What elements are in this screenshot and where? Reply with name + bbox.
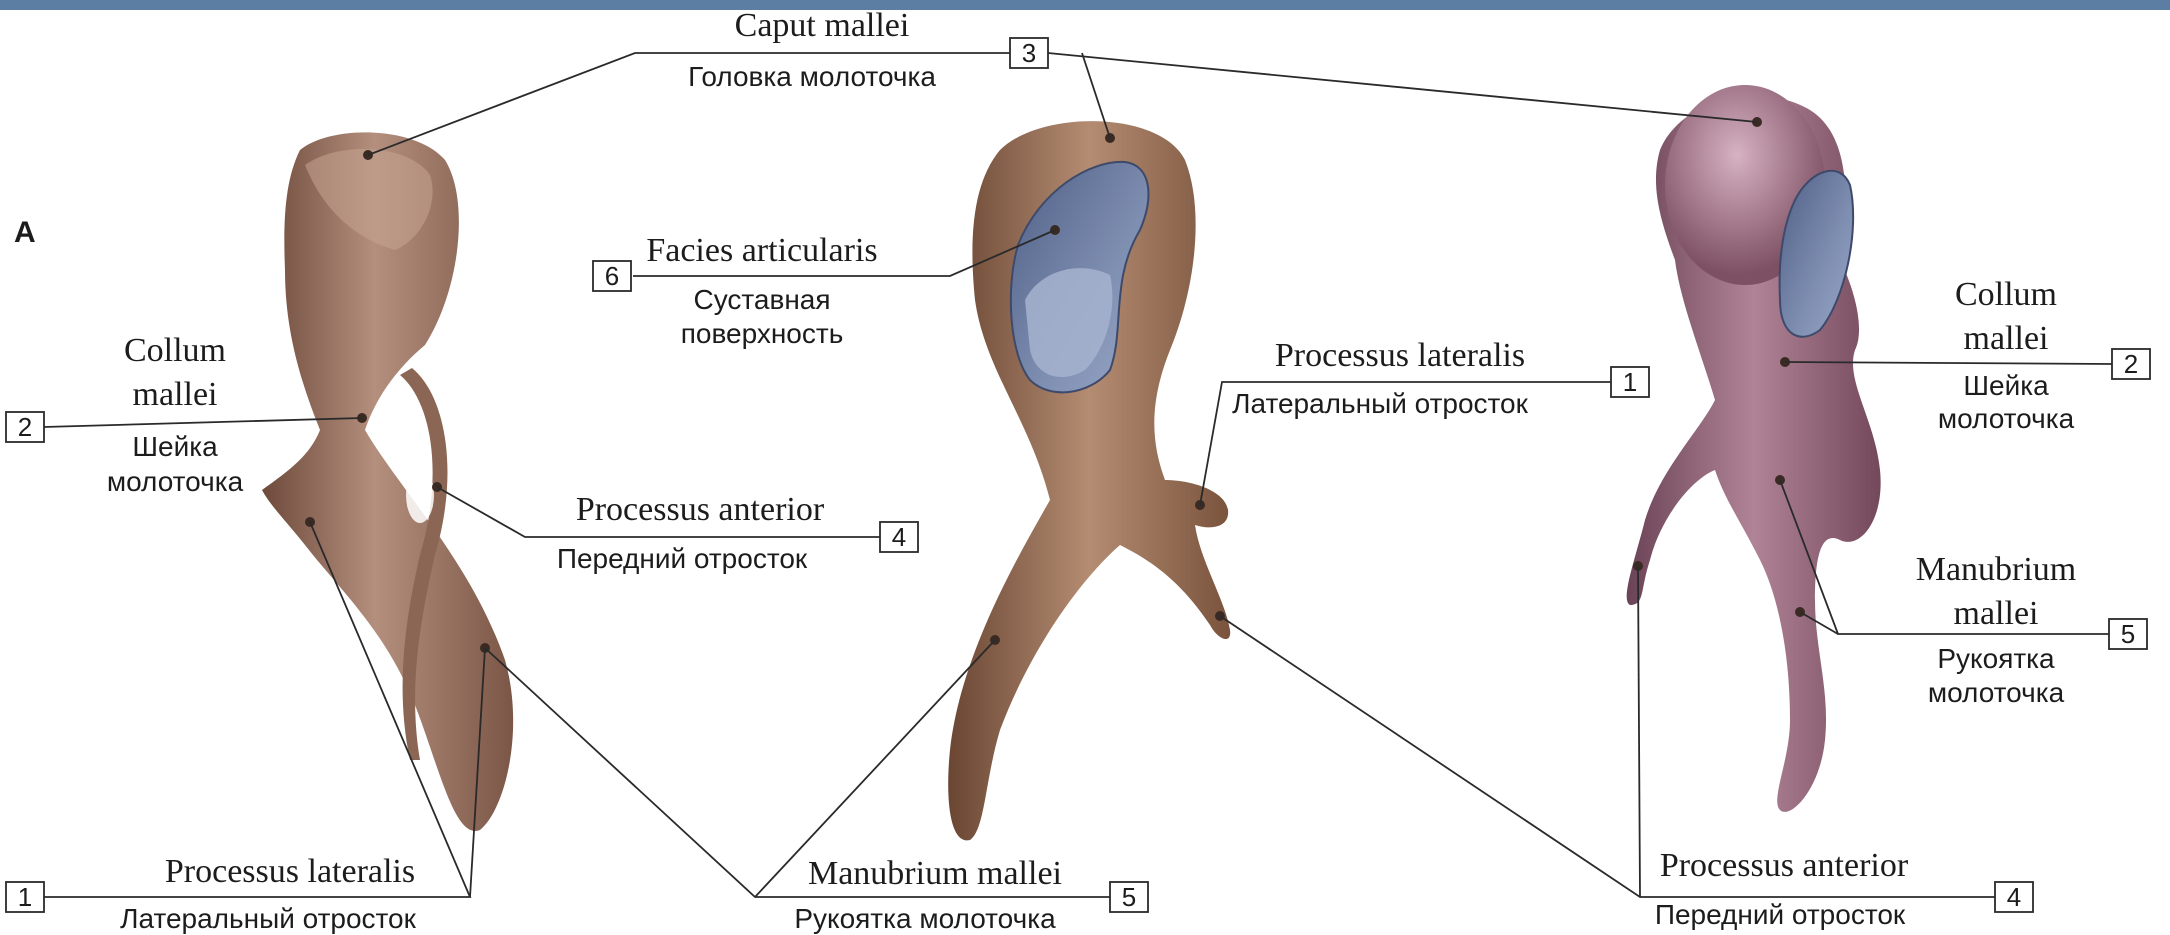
manubrium-right-latin-1: Manubrium [1916,551,2077,588]
collum-right-latin-2: mallei [1964,320,2049,357]
manubrium-right-latin-2: mallei [1954,595,2039,632]
number-1-left: 1 [18,882,32,912]
number-6: 6 [605,261,619,291]
label-processus-anterior-right: Processus anterior Передний отросток 4 [1655,847,2033,930]
malleus-middle [948,121,1230,840]
processus-lateralis-middle-russian: Латеральный отросток [1232,388,1529,419]
caput-mallei-russian: Головка молоточка [688,61,936,92]
label-manubrium-bottom: Manubrium mallei Рукоятка молоточка 5 [794,855,1148,934]
collum-left-russian-1: Шейка [132,431,218,462]
collum-left-latin-1: Collum [124,332,226,369]
collum-right-russian-2: молоточка [1938,403,2075,434]
malleus-left [262,132,513,831]
processus-anterior-right-russian: Передний отросток [1655,899,1906,930]
caput-mallei-latin: Caput mallei [735,7,910,44]
facies-articularis-russian-1: Суставная [693,284,830,315]
number-5-right: 5 [2121,619,2135,649]
manubrium-bottom-russian: Рукоятка молоточка [794,903,1056,934]
label-collum-left: Collum mallei 2 Шейка молоточка [6,332,244,497]
processus-anterior-left-latin: Processus anterior [576,491,825,528]
processus-anterior-left-russian: Передний отросток [557,543,808,574]
number-3: 3 [1022,38,1036,68]
processus-lateralis-left-russian: Латеральный отросток [120,903,417,934]
processus-anterior-right-latin: Processus anterior [1660,847,1909,884]
collum-left-latin-2: mallei [133,376,218,413]
facies-articularis-latin: Facies articularis [646,232,877,269]
number-4-right: 4 [2007,882,2021,912]
number-1-middle: 1 [1623,367,1637,397]
manubrium-right-russian-1: Рукоятка [1937,643,2055,674]
number-5-bottom: 5 [1122,882,1136,912]
plate-letter: A [14,216,36,249]
label-processus-lateralis-left: 1 Processus lateralis Латеральный отрост… [6,853,417,934]
manubrium-bottom-latin: Manubrium mallei [808,855,1062,892]
collum-right-russian-1: Шейка [1963,370,2049,401]
label-caput-mallei: Caput mallei Головка молоточка 3 [688,7,1048,92]
label-collum-right: Collum mallei 2 Шейка молоточка [1938,276,2150,434]
processus-lateralis-middle-latin: Processus lateralis [1275,337,1525,374]
collum-left-russian-2: молоточка [107,466,244,497]
label-facies-articularis: 6 Facies articularis Суставная поверхнос… [593,232,878,349]
collum-right-latin-1: Collum [1955,276,2057,313]
label-processus-lateralis-middle: Processus lateralis Латеральный отросток… [1232,337,1649,419]
number-4-left: 4 [892,522,906,552]
number-2-left: 2 [18,412,32,442]
facies-articularis-russian-2: поверхность [681,318,844,349]
malleus-right [1627,85,1881,812]
processus-lateralis-left-latin: Processus lateralis [165,853,415,890]
number-2-right: 2 [2124,349,2138,379]
label-processus-anterior-left: Processus anterior Передний отросток 4 [557,491,918,574]
manubrium-right-russian-2: молоточка [1928,677,2065,708]
label-manubrium-right: Manubrium mallei 5 Рукоятка молоточка [1916,551,2147,708]
